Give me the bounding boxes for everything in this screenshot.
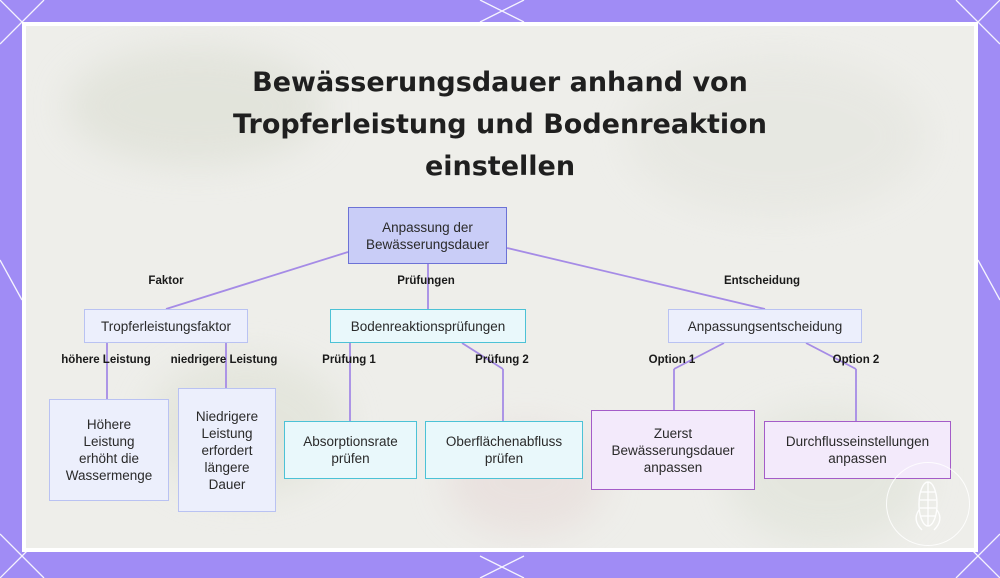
edge-label-option-1: Option 1 xyxy=(648,354,696,366)
edge-root-tropf xyxy=(165,251,349,310)
node-tropferleistungsfaktor: Tropferleistungsfaktor xyxy=(84,309,248,343)
title-line-2: Tropferleistung und Bodenreaktion xyxy=(233,109,767,140)
node-anpassungsentscheidung: Anpassungsentscheidung xyxy=(668,309,862,343)
node-zuerst-bewaesserungsdauer: Zuerst Bewässerungsdauer anpassen xyxy=(591,410,755,490)
edge-label-niedrigere-leistung: niedrigere Leistung xyxy=(170,354,278,366)
logo-badge xyxy=(886,462,970,546)
title-line-3: einstellen xyxy=(424,151,576,182)
edge-root-anpass xyxy=(506,247,766,310)
edge-label-entscheidung: Entscheidung xyxy=(723,275,801,287)
title-line-1: Bewässerungsdauer anhand von xyxy=(252,67,748,98)
node-oberflaechenabfluss: Oberflächenabfluss prüfen xyxy=(425,421,583,479)
edge-label-hoehere-leistung: höhere Leistung xyxy=(61,354,151,366)
edge-label-option-2: Option 2 xyxy=(832,354,880,366)
edge-label-pruefung-2: Prüfung 2 xyxy=(475,354,529,366)
node-root: Anpassung der Bewässerungsdauer xyxy=(348,207,507,264)
edge-label-pruefung-1: Prüfung 1 xyxy=(322,354,376,366)
node-absorptionsrate: Absorptionsrate prüfen xyxy=(284,421,417,479)
edge-label-pruefungen: Prüfungen xyxy=(397,275,455,287)
edge-anpass-durchfluss xyxy=(805,342,857,370)
edge-boden-oberflaeche xyxy=(461,342,504,370)
node-hoehere-leistung: Höhere Leistung erhöht die Wassermenge xyxy=(49,399,169,501)
node-niedrigere-leistung: Niedrigere Leistung erfordert längere Da… xyxy=(178,388,276,512)
edge-anpass-zuerst xyxy=(673,342,725,370)
edge-label-faktor: Faktor xyxy=(148,275,184,287)
corn-cob-icon xyxy=(915,481,941,531)
node-bodenreaktionspruefungen: Bodenreaktionsprüfungen xyxy=(330,309,526,343)
diagram-title: Bewässerungsdauer anhand von Tropferleis… xyxy=(0,62,1000,188)
